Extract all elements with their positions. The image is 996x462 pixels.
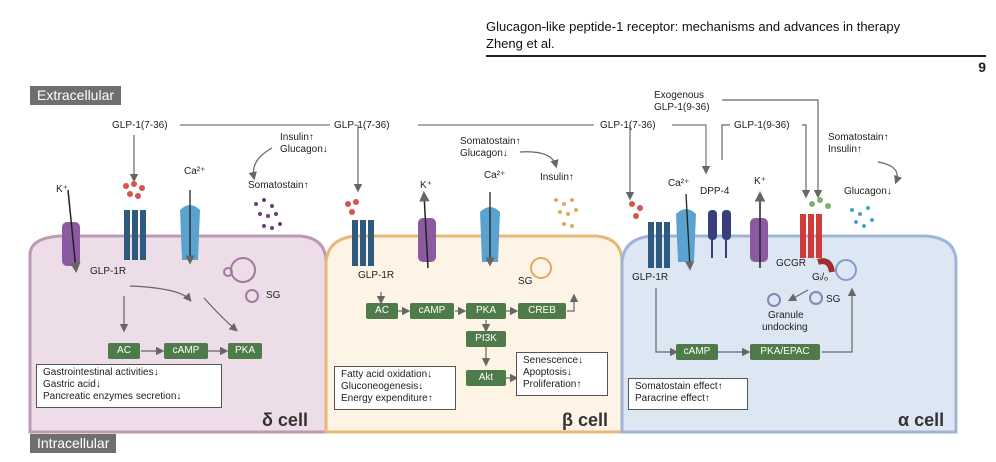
alpha-glp1r-label: GLP-1R <box>632 272 669 283</box>
intracellular-tag: Intracellular <box>30 434 117 453</box>
beta-effect-right-3: Proliferation↑ <box>523 379 582 390</box>
delta-somatostatin-dots-icon <box>254 198 282 230</box>
beta-k-channel-icon <box>418 191 436 269</box>
exogenous-glp1-936-label: GLP-1(9-36) <box>654 102 710 113</box>
beta-akt-box: Akt <box>466 370 506 386</box>
delta-pka-box: PKA <box>228 343 262 359</box>
delta-ca-label: Ca²⁺ <box>184 166 206 177</box>
page-number: 9 <box>978 59 986 75</box>
beta-glucagon-label: Glucagon↓ <box>460 148 508 159</box>
beta-ca-channel-icon <box>480 192 500 267</box>
beta-camp-box: cAMP <box>410 303 454 319</box>
beta-insulin-label: Insulin↑ <box>540 172 574 183</box>
beta-glp1r-icon <box>352 220 374 266</box>
gcgr-icon <box>800 214 835 273</box>
delta-glucagon-label: Glucagon↓ <box>280 144 328 155</box>
beta-effect-left-1: Fatty acid oxidation↓ <box>341 369 433 380</box>
exogenous-label: Exogenous <box>654 90 705 101</box>
alpha-glucagon-dots-icon <box>850 206 874 228</box>
gio-label: Gᵢ/ₒ <box>812 272 828 283</box>
header-rule <box>486 55 986 57</box>
alpha-sg-granules-icon <box>767 291 823 307</box>
alpha-ca-channel-icon <box>676 193 696 271</box>
alpha-effect-2: Paracrine effect↑ <box>635 393 710 404</box>
beta-sg-label: SG <box>518 276 533 287</box>
alpha-glp1-936-dots-icon <box>809 197 831 209</box>
alpha-pka-epac-box: PKA/EPAC <box>750 344 820 360</box>
delta-somatostain-label: Somatostain↑ <box>248 180 309 191</box>
delta-k-label: K⁺ <box>56 184 68 195</box>
beta-effect-left-2: Gluconeogenesis↓ <box>341 381 424 392</box>
delta-cell-name: δ cell <box>262 410 308 430</box>
alpha-k-channel-icon <box>750 191 768 268</box>
paper-authors: Zheng et al. <box>486 36 555 51</box>
delta-glp1r-icon <box>124 210 146 260</box>
beta-pka-box: PKA <box>466 303 506 319</box>
delta-ac-box: AC <box>108 343 140 359</box>
alpha-effects-box: Somatostain effect↑ Paracrine effect↑ <box>628 378 748 410</box>
alpha-ca-label: Ca²⁺ <box>668 178 690 189</box>
beta-somatostain-label: Somatostain↑ <box>460 136 521 147</box>
beta-effect-left-3: Energy expenditure↑ <box>341 393 433 404</box>
delta-effect-2: Gastric acid↓ <box>43 379 101 390</box>
beta-effect-right-1: Senescence↓ <box>523 355 584 366</box>
beta-ca-label: Ca²⁺ <box>484 170 506 181</box>
delta-glp1r-label: GLP-1R <box>90 266 127 277</box>
glp1-label-delta: GLP-1(7-36) <box>112 120 168 131</box>
alpha-cell-name: α cell <box>898 410 945 430</box>
dpp4-label: DPP-4 <box>700 186 730 197</box>
alpha-glucagon-label: Glucagon↓ <box>844 186 892 197</box>
delta-insulin-label: Insulin↑ <box>280 132 314 143</box>
delta-k-channel-icon <box>62 189 81 273</box>
delta-effects-box: Gastrointestinal activities↓ Gastric aci… <box>36 364 222 408</box>
alpha-glp1r-icon <box>648 222 670 268</box>
beta-effect-right-2: Apoptosis↓ <box>523 367 572 378</box>
beta-effects-right-box: Senescence↓ Apoptosis↓ Proliferation↑ <box>516 352 608 396</box>
beta-glp1r-label: GLP-1R <box>358 270 395 281</box>
alpha-sg-label: SG <box>826 294 841 305</box>
alpha-k-label: K⁺ <box>754 176 766 187</box>
beta-glp1-dots-icon <box>345 199 359 215</box>
paper-title: Glucagon-like peptide-1 receptor: mechan… <box>486 19 901 34</box>
delta-sg-granules-icon <box>223 267 259 303</box>
delta-ca-channel-icon <box>180 190 200 265</box>
gcgr-label: GCGR <box>776 258 806 269</box>
dpp4-icon <box>708 210 731 258</box>
alpha-somatostain-label: Somatostain↑ <box>828 132 889 143</box>
beta-k-label: K⁺ <box>420 180 432 191</box>
granule-label: Granule <box>768 310 804 321</box>
glp1-label-alpha: GLP-1(7-36) <box>600 120 656 131</box>
glp1-label-beta: GLP-1(7-36) <box>334 120 390 131</box>
beta-creb-box: CREB <box>518 303 566 319</box>
undocking-label: undocking <box>762 322 808 333</box>
alpha-insulin-label: Insulin↑ <box>828 144 862 155</box>
delta-camp-box: cAMP <box>164 343 208 359</box>
beta-cell-name: β cell <box>562 410 609 430</box>
beta-insulin-dots-icon <box>554 198 578 228</box>
beta-effects-left-box: Fatty acid oxidation↓ Gluconeogenesis↓ E… <box>334 366 456 410</box>
delta-effect-3: Pancreatic enzymes secretion↓ <box>43 391 182 402</box>
beta-pi3k-box: PI3K <box>466 331 506 347</box>
beta-ac-box: AC <box>366 303 398 319</box>
paper-header: Glucagon-like peptide-1 receptor: mechan… <box>486 18 900 52</box>
glp1-936-label: GLP-1(9-36) <box>734 120 790 131</box>
alpha-effect-1: Somatostain effect↑ <box>635 381 723 392</box>
alpha-camp-box: cAMP <box>676 344 718 360</box>
alpha-glp1-dots-icon <box>629 201 643 219</box>
delta-glp1-dots-icon <box>123 181 145 199</box>
delta-effect-1: Gastrointestinal activities↓ <box>43 367 159 378</box>
delta-sg-label: SG <box>266 290 281 301</box>
extracellular-tag: Extracellular <box>30 86 122 105</box>
